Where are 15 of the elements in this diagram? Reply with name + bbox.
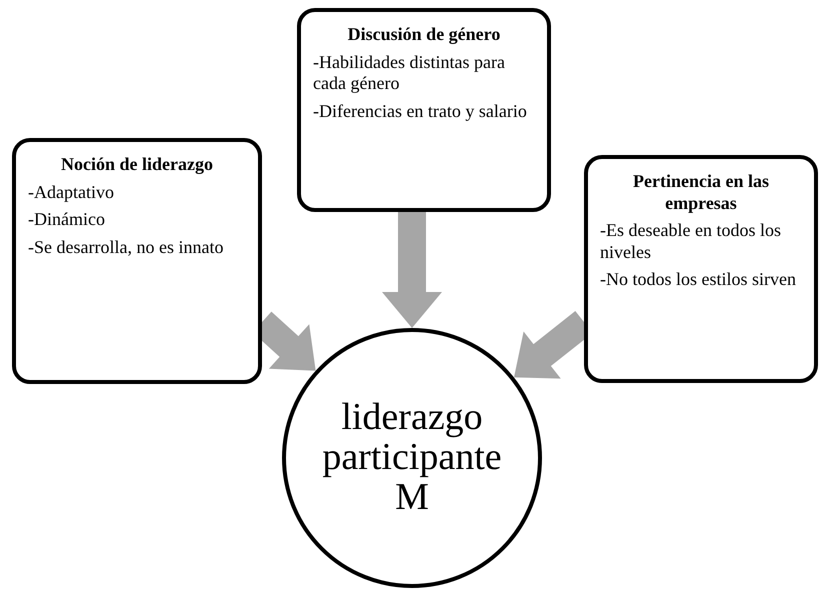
topic-box xyxy=(297,8,551,212)
bullet-text: -No todos los estilos sirven xyxy=(600,269,797,291)
bullet-text: -Diferencias en trato y salario xyxy=(313,100,528,122)
box-heading: Pertinencia en las empresas xyxy=(632,171,770,214)
bullet-text: -Dinámico xyxy=(28,209,106,231)
bullet-text: -Habilidades distintas para cada género xyxy=(313,52,506,95)
box-heading: Noción de liderazgo xyxy=(60,154,214,176)
topic-box xyxy=(584,155,818,383)
bullet-text: -Es deseable en todos los niveles xyxy=(600,220,782,264)
bullet-text: -Adaptativo xyxy=(28,182,115,204)
block-arrow xyxy=(382,212,442,328)
circle-text: liderazgo participante M xyxy=(321,398,503,518)
box-heading: Discusión de género xyxy=(346,24,502,46)
topic-box xyxy=(12,138,262,384)
bullet-text: -Se desarrolla, no es innato xyxy=(28,236,224,258)
